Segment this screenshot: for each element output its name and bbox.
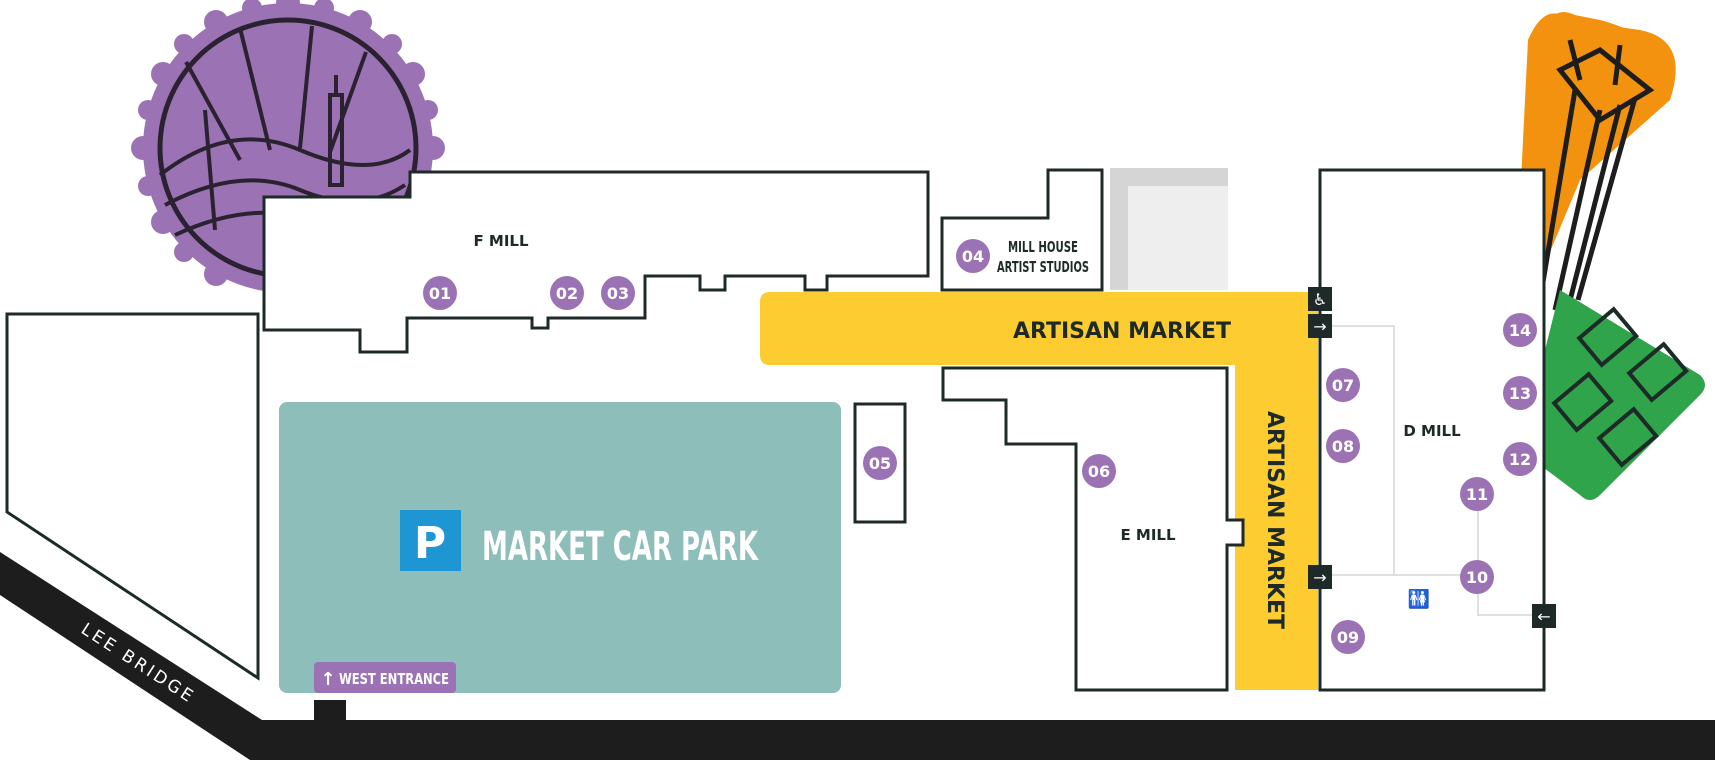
mill-house-label-line1: MILL HOUSE xyxy=(1008,238,1078,256)
marker-14[interactable]: 14 xyxy=(1503,313,1537,347)
marker-12[interactable]: 12 xyxy=(1503,442,1537,476)
road-label: LEE BRIDGE xyxy=(77,619,198,708)
f-mill-label: F MILL xyxy=(473,232,529,250)
west-entrance-label: WEST ENTRANCE xyxy=(339,670,449,688)
west-entrance-tag[interactable] xyxy=(314,662,456,693)
artisan-market-vertical-label: ARTISAN MARKET xyxy=(1262,411,1287,629)
artisan-market-horizontal-label: ARTISAN MARKET xyxy=(1013,319,1231,344)
marker-05-label: 05 xyxy=(869,454,891,473)
courtyard xyxy=(1110,168,1228,290)
marker-02[interactable]: 02 xyxy=(550,276,584,310)
marker-13-label: 13 xyxy=(1509,384,1531,403)
marker-10[interactable]: 10 xyxy=(1460,560,1494,594)
green-building-icon xyxy=(1520,290,1705,500)
marker-11[interactable]: 11 xyxy=(1460,477,1494,511)
marker-04-label: 04 xyxy=(962,247,984,266)
parking-icon xyxy=(400,510,461,571)
markers: 01 02 03 04 05 06 07 08 09 10 11 12 13 1… xyxy=(423,239,1537,654)
entrance-arrow-right[interactable]: ← xyxy=(1532,604,1556,628)
e-mill-label: E MILL xyxy=(1120,526,1176,544)
marker-09-label: 09 xyxy=(1337,628,1359,647)
marker-01-label: 01 xyxy=(429,284,451,303)
d-mill-interior xyxy=(1320,325,1544,616)
marker-06[interactable]: 06 xyxy=(1082,454,1116,488)
accessible-entrance[interactable]: ♿ xyxy=(1308,287,1332,311)
road xyxy=(0,552,1715,760)
arrow-right-icon: → xyxy=(1313,317,1326,336)
marker-07[interactable]: 07 xyxy=(1326,368,1360,402)
car-park-label: MARKET CAR PARK xyxy=(482,524,759,570)
marker-05[interactable]: 05 xyxy=(863,446,897,480)
entrance-arrow-top[interactable]: → xyxy=(1308,314,1332,338)
e-mill-building xyxy=(941,366,1245,692)
marker-04[interactable]: 04 xyxy=(956,239,990,273)
marker-03-label: 03 xyxy=(607,284,629,303)
marker-14-label: 14 xyxy=(1509,321,1531,340)
mill-house-label-line2: ARTIST STUDIOS xyxy=(997,258,1089,276)
arrow-left-icon: ← xyxy=(1537,607,1550,626)
d-mill-building xyxy=(1318,168,1546,692)
f-mill-building xyxy=(262,170,930,354)
marker-09[interactable]: 09 xyxy=(1331,620,1365,654)
marker-07-label: 07 xyxy=(1332,376,1354,395)
parking-symbol: P xyxy=(414,518,446,569)
marker-03[interactable]: 03 xyxy=(601,276,635,310)
marker-08[interactable]: 08 xyxy=(1326,429,1360,463)
d-mill-label: D MILL xyxy=(1403,422,1461,440)
market-car-park[interactable] xyxy=(279,402,841,693)
marker-11-label: 11 xyxy=(1466,485,1488,504)
marker-12-label: 12 xyxy=(1509,450,1531,469)
entrance-arrow-middle[interactable]: → xyxy=(1308,565,1332,589)
accessible-icon: ♿ xyxy=(1313,290,1327,309)
arrow-right-icon: → xyxy=(1313,568,1326,587)
marker-02-label: 02 xyxy=(556,284,578,303)
marker-01[interactable]: 01 xyxy=(423,276,457,310)
artisan-market-area[interactable] xyxy=(760,292,1318,690)
marker-10-label: 10 xyxy=(1466,568,1488,587)
marker-08-label: 08 xyxy=(1332,437,1354,456)
arrow-up-icon: ↑ xyxy=(320,669,335,690)
marker-06-label: 06 xyxy=(1088,462,1110,481)
toilets-icon: 🚻 xyxy=(1408,588,1430,610)
marker-13[interactable]: 13 xyxy=(1503,376,1537,410)
